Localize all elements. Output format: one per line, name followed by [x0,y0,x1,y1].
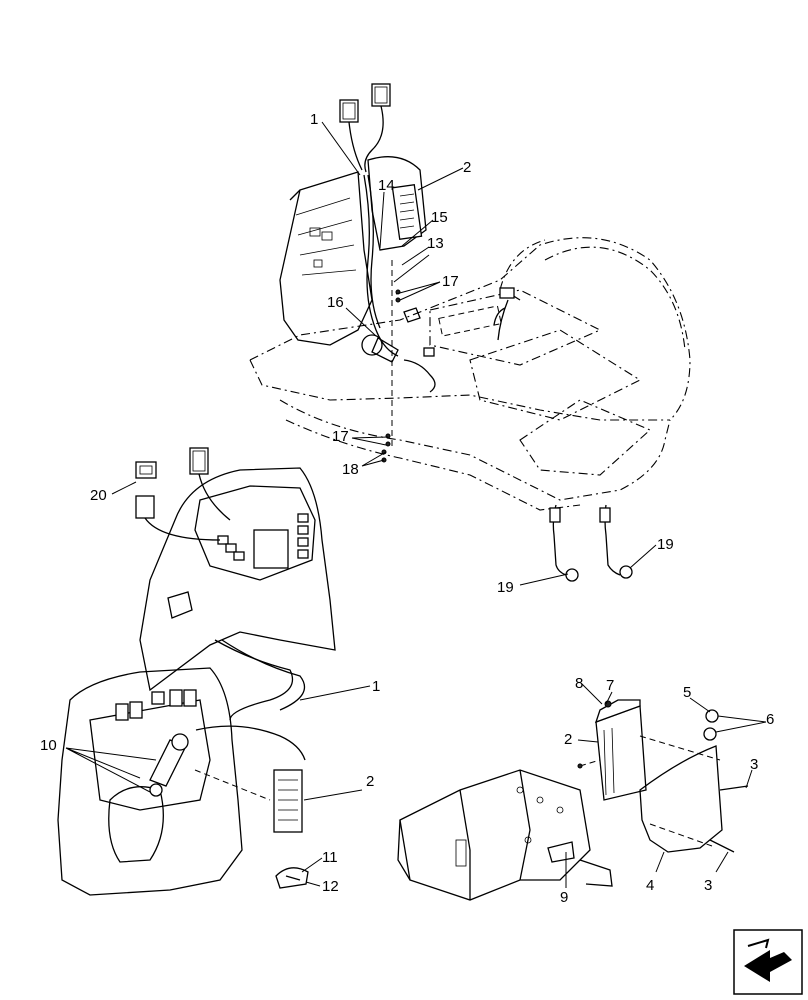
callout-3-upper: 3 [750,756,758,773]
callout-2-right: 2 [564,731,572,748]
callout-12: 12 [322,878,339,895]
callout-13: 13 [427,235,444,252]
callout-16: 16 [327,294,344,311]
callout-18: 18 [342,461,359,478]
callout-14: 14 [378,177,395,194]
callout-leaders [65,121,767,888]
callout-20: 20 [90,487,107,504]
callout-9: 9 [560,889,568,906]
callout-7: 7 [606,677,614,694]
cab-floor-assembly [249,83,691,582]
callout-2-upper: 2 [463,159,471,176]
instrument-console-assembly [57,447,336,896]
callout-5: 5 [683,684,691,701]
callout-2-lower: 2 [366,773,374,790]
callout-labels: 1 2 14 15 13 17 16 17 18 20 19 19 1 10 2… [40,111,774,906]
callout-4: 4 [646,877,654,894]
controller-bracket-assembly [397,699,749,901]
callout-11: 11 [322,849,338,866]
callout-8: 8 [575,675,583,692]
callout-17-lower: 17 [332,428,349,445]
callout-1-lower: 1 [372,678,380,695]
callout-3-lower: 3 [704,877,712,894]
callout-19-right: 19 [657,536,674,553]
callout-10: 10 [40,737,57,754]
callout-19-left: 19 [497,579,514,596]
callout-15: 15 [431,209,448,226]
callout-6: 6 [766,711,774,728]
callout-1-upper: 1 [310,111,318,128]
callout-17-upper: 17 [442,273,459,290]
next-page-arrow-icon[interactable] [733,929,803,995]
